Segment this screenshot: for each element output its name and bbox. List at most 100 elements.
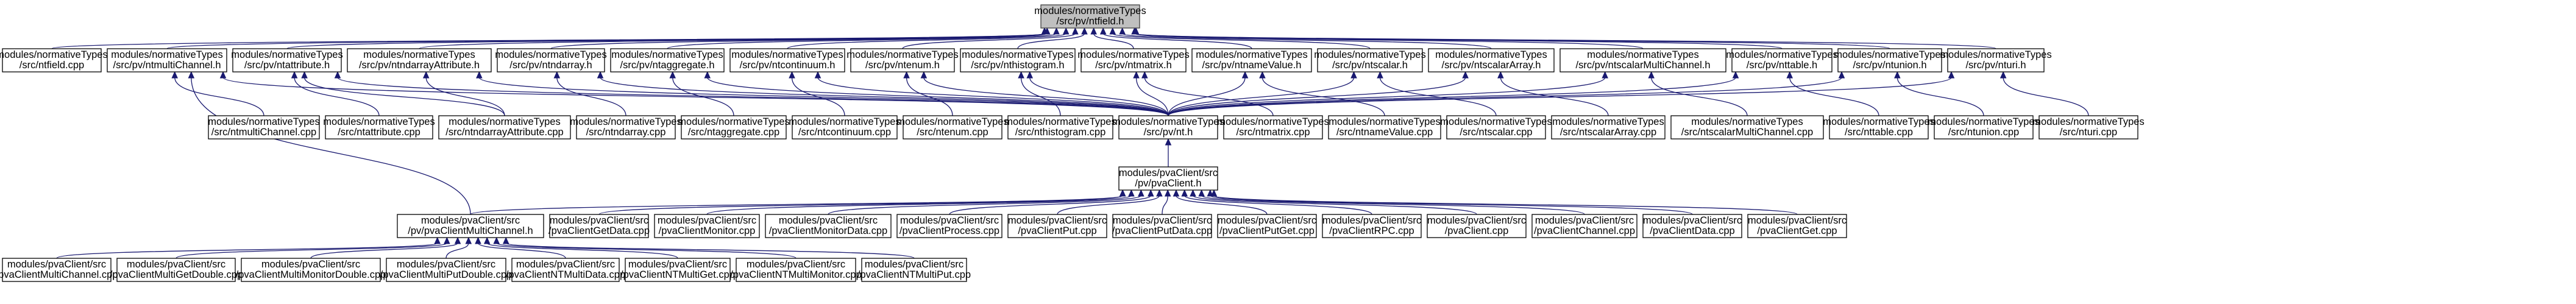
node-box: [1080, 48, 1187, 72]
file-node[interactable]: modules/pvaClient/src/pvaClientPut.cpp: [1007, 214, 1107, 238]
file-node[interactable]: modules/normativeTypes/src/nturi.cpp: [2032, 115, 2145, 140]
node-box: [1322, 214, 1422, 238]
file-node[interactable]: modules/normativeTypes/src/nthistogram.c…: [1004, 115, 1116, 140]
node-path-label: /src/nttable.cpp: [1845, 127, 1913, 138]
node-path-label: /src/pv/ntmatrix.h: [1095, 60, 1172, 71]
node-path-label: /src/ntfield.cpp: [20, 60, 84, 71]
node-module-label: modules/normativeTypes: [208, 116, 319, 127]
file-node[interactable]: modules/normativeTypes/src/pv/nttable.h: [1726, 48, 1838, 72]
file-node[interactable]: modules/normativeTypes/src/ntnameValue.c…: [1328, 115, 1441, 140]
file-node[interactable]: modules/normativeTypes/src/ntenum.cpp: [896, 115, 1009, 140]
file-node[interactable]: modules/normativeTypes/src/ntscalar.cpp: [1440, 115, 1552, 140]
file-node[interactable]: modules/normativeTypes/src/ntndarray.cpp: [570, 115, 682, 140]
file-node[interactable]: modules/normativeTypes/src/ntaggregate.c…: [678, 115, 790, 140]
file-node[interactable]: modules/pvaClient/src/pvaClientNTMultiDa…: [506, 258, 625, 282]
node-box: [1947, 48, 2045, 72]
file-node[interactable]: modules/pvaClient/src/pvaClientNTMultiPu…: [857, 258, 971, 282]
root-node[interactable]: modules/normativeTypes/src/pv/ntfield.h: [1034, 4, 1146, 29]
file-node[interactable]: modules/normativeTypes/src/pv/ntscalarAr…: [1428, 48, 1555, 72]
node-path-label: /src/ntnameValue.cpp: [1336, 127, 1433, 138]
file-node[interactable]: modules/normativeTypes/src/pv/ntscalar.h: [1314, 48, 1426, 72]
node-box: [1223, 115, 1323, 140]
file-node[interactable]: modules/normativeTypes/src/pv/nturi.h: [1940, 48, 2052, 72]
file-node[interactable]: modules/pvaClient/src/pvaClientChannel.c…: [1531, 214, 1637, 238]
dependency-edge: [422, 71, 505, 116]
file-node[interactable]: modules/normativeTypes/src/ntfield.cpp: [0, 48, 108, 72]
file-node[interactable]: modules/pvaClient/src/pvaClientGet.cpp: [1747, 214, 1847, 238]
file-node[interactable]: modules/normativeTypes/src/pv/ntenum.h: [846, 48, 959, 72]
file-node[interactable]: modules/normativeTypes/src/pv/ntmultiCha…: [107, 48, 227, 72]
node-module-label: modules/normativeTypes: [570, 116, 681, 127]
file-node[interactable]: modules/normativeTypes/src/ntmatrix.cpp: [1217, 115, 1329, 140]
node-box: [325, 115, 433, 140]
file-node[interactable]: modules/pvaClient/src/pvaClient.cpp: [1427, 214, 1527, 238]
dependency-edge: [1198, 189, 1585, 215]
file-node[interactable]: modules/pvaClient/src/pvaClientRPC.cpp: [1322, 214, 1422, 238]
node-box: [397, 214, 544, 238]
node-module-label: modules/pvaClient/src: [1119, 168, 1218, 179]
dependency-edge: [1648, 71, 1748, 116]
node-module-label: modules/normativeTypes: [1928, 116, 2039, 127]
file-node[interactable]: modules/normativeTypes/src/pv/ntaggregat…: [610, 48, 725, 72]
file-node[interactable]: modules/normativeTypes/src/pv/ntnameValu…: [1191, 48, 1312, 72]
node-box: [241, 258, 381, 282]
file-node[interactable]: modules/normativeTypes/src/ntmultiChanne…: [208, 115, 320, 140]
dependency-edge: [1168, 71, 1469, 116]
file-node[interactable]: modules/normativeTypes/src/pv/ntndarray.…: [495, 48, 607, 72]
file-node[interactable]: modules/pvaClient/src/pvaClientMultiChan…: [0, 258, 118, 282]
file-node[interactable]: modules/normativeTypes/src/ntscalarArray…: [1551, 115, 1666, 140]
node-box: [903, 115, 1002, 140]
file-node[interactable]: modules/normativeTypes/src/ntcontinuum.c…: [789, 115, 901, 140]
node-module-label: modules/normativeTypes: [1004, 116, 1116, 127]
node-path-label: /pvaClientMultiGetDouble.cpp: [110, 269, 243, 280]
node-module-label: modules/normativeTypes: [323, 116, 435, 127]
file-node[interactable]: modules/normativeTypes/src/pv/ntndarrayA…: [347, 48, 492, 72]
node-box: [1317, 48, 1423, 72]
file-node[interactable]: modules/normativeTypes/src/pv/ntcontinuu…: [729, 48, 845, 72]
file-node[interactable]: modules/normativeTypes/src/pv/ntscalarMu…: [1559, 48, 1726, 72]
node-box: [736, 258, 856, 282]
file-node[interactable]: modules/normativeTypes/src/ntunion.cpp: [1928, 115, 2040, 140]
file-node[interactable]: modules/normativeTypes/src/pv/nthistogra…: [960, 48, 1076, 72]
file-node[interactable]: modules/pvaClient/src/pvaClientMultiMoni…: [236, 258, 386, 282]
file-node[interactable]: modules/pvaClient/src/pvaClientMultiGetD…: [110, 258, 243, 282]
node-box: [1837, 48, 1942, 72]
file-node[interactable]: modules/normativeTypes/src/nttable.cpp: [1823, 115, 1935, 140]
node-module-label: modules/pvaClient/src: [865, 259, 963, 270]
file-node[interactable]: modules/pvaClient/src/pv/pvaClientMultiC…: [397, 214, 544, 238]
file-node[interactable]: modules/pvaClient/src/pvaClientNTMultiMo…: [730, 258, 862, 282]
file-node[interactable]: modules/normativeTypes/src/pv/ntunion.h: [1834, 48, 1946, 72]
node-path-label: /pvaClientData.cpp: [1650, 225, 1734, 236]
dependency-edge: [1141, 71, 1274, 116]
file-node[interactable]: modules/pvaClient/src/pvaClientPutGet.cp…: [1217, 214, 1317, 238]
file-node[interactable]: modules/pvaClient/src/pv/pvaClient.h: [1118, 166, 1218, 191]
file-node[interactable]: modules/normativeTypes/src/ntscalarMulti…: [1670, 115, 1824, 140]
file-node[interactable]: modules/pvaClient/src/pvaClientProcess.c…: [896, 214, 1002, 238]
node-box: [1217, 214, 1317, 238]
node-box: [610, 48, 725, 72]
node-path-label: /pvaClientPut.cpp: [1018, 225, 1096, 236]
file-node[interactable]: modules/normativeTypes/src/pv/ntattribut…: [231, 48, 343, 72]
node-path-label: /src/ntscalarArray.cpp: [1560, 127, 1656, 138]
node-module-label: modules/normativeTypes: [1726, 49, 1837, 60]
file-node[interactable]: modules/pvaClient/src/pvaClientData.cpp: [1642, 214, 1742, 238]
file-node[interactable]: modules/pvaClient/src/pvaClientGetData.c…: [548, 214, 650, 238]
node-box: [386, 258, 506, 282]
file-node[interactable]: modules/normativeTypes/src/pv/nt.h: [1112, 115, 1224, 140]
file-node[interactable]: modules/normativeTypes/src/ntattribute.c…: [323, 115, 435, 140]
file-node[interactable]: modules/pvaClient/src/pvaClientNTMultiGe…: [620, 258, 735, 282]
node-box: [625, 258, 731, 282]
node-module-label: modules/pvaClient/src: [127, 259, 225, 270]
node-path-label: /src/pv/ntcontinuum.h: [740, 60, 836, 71]
file-node[interactable]: modules/pvaClient/src/pvaClientPutData.c…: [1112, 214, 1212, 238]
node-module-label: modules/normativeTypes: [789, 116, 900, 127]
file-node[interactable]: modules/pvaClient/src/pvaClientMonitorDa…: [765, 214, 892, 238]
file-node[interactable]: modules/pvaClient/src/pvaClientMultiPutD…: [380, 258, 512, 282]
file-node[interactable]: modules/normativeTypes/src/ntndarrayAttr…: [438, 115, 571, 140]
dependency-edge: [1168, 71, 1845, 116]
node-layer: modules/normativeTypes/src/pv/ntfield.h m…: [0, 4, 2145, 282]
node-box: [347, 48, 492, 72]
file-node[interactable]: modules/normativeTypes/src/pv/ntmatrix.h: [1077, 48, 1190, 72]
node-path-label: /pvaClientGetData.cpp: [548, 225, 650, 236]
file-node[interactable]: modules/pvaClient/src/pvaClientMonitor.c…: [654, 214, 760, 238]
